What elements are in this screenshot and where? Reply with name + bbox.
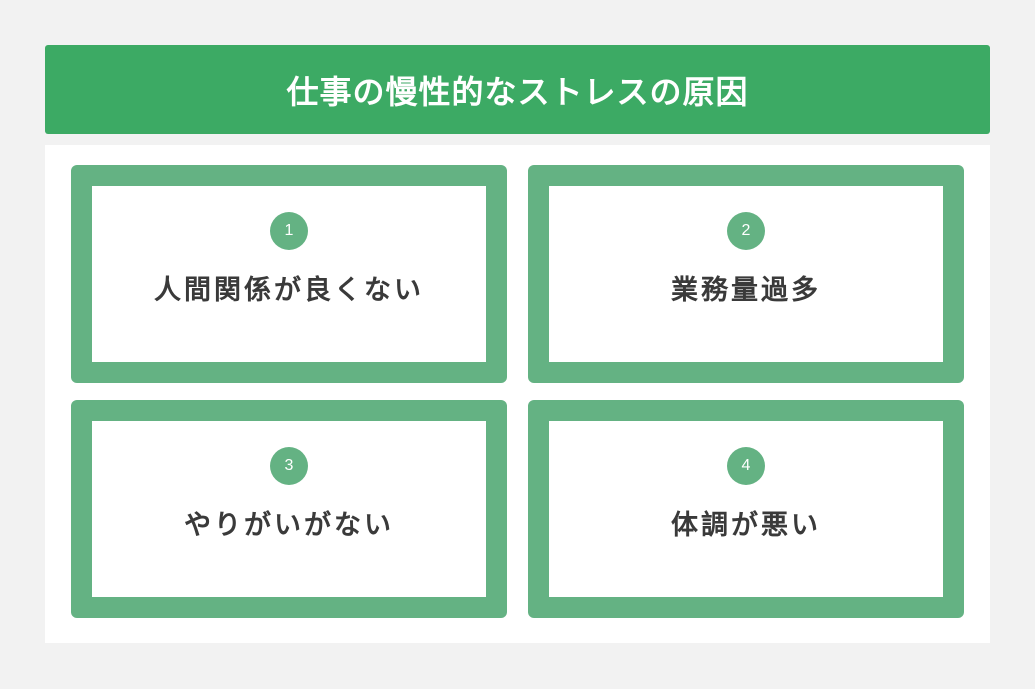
cause-card-body: 3 やりがいがない bbox=[92, 421, 486, 597]
title-banner: 仕事の慢性的なストレスの原因 bbox=[45, 45, 990, 134]
cause-card-body: 4 体調が悪い bbox=[549, 421, 943, 597]
cause-card-1: 1 人間関係が良くない bbox=[71, 165, 507, 383]
causes-panel: 1 人間関係が良くない 2 業務量過多 3 やりがいがない 4 体調が悪い bbox=[45, 145, 990, 643]
cause-card-4: 4 体調が悪い bbox=[528, 400, 964, 618]
page-title: 仕事の慢性的なストレスの原因 bbox=[286, 72, 749, 111]
cause-label: やりがいがない bbox=[184, 510, 394, 541]
cause-card-body: 2 業務量過多 bbox=[549, 186, 943, 362]
number-badge: 2 bbox=[727, 212, 765, 250]
number-badge: 3 bbox=[270, 447, 308, 485]
number-badge: 1 bbox=[270, 212, 308, 250]
cause-card-body: 1 人間関係が良くない bbox=[92, 186, 486, 362]
cause-label: 人間関係が良くない bbox=[154, 275, 424, 306]
number-badge: 4 bbox=[727, 447, 765, 485]
cause-card-3: 3 やりがいがない bbox=[71, 400, 507, 618]
cause-label: 業務量過多 bbox=[671, 275, 821, 306]
cause-label: 体調が悪い bbox=[671, 510, 821, 541]
cause-card-2: 2 業務量過多 bbox=[528, 165, 964, 383]
